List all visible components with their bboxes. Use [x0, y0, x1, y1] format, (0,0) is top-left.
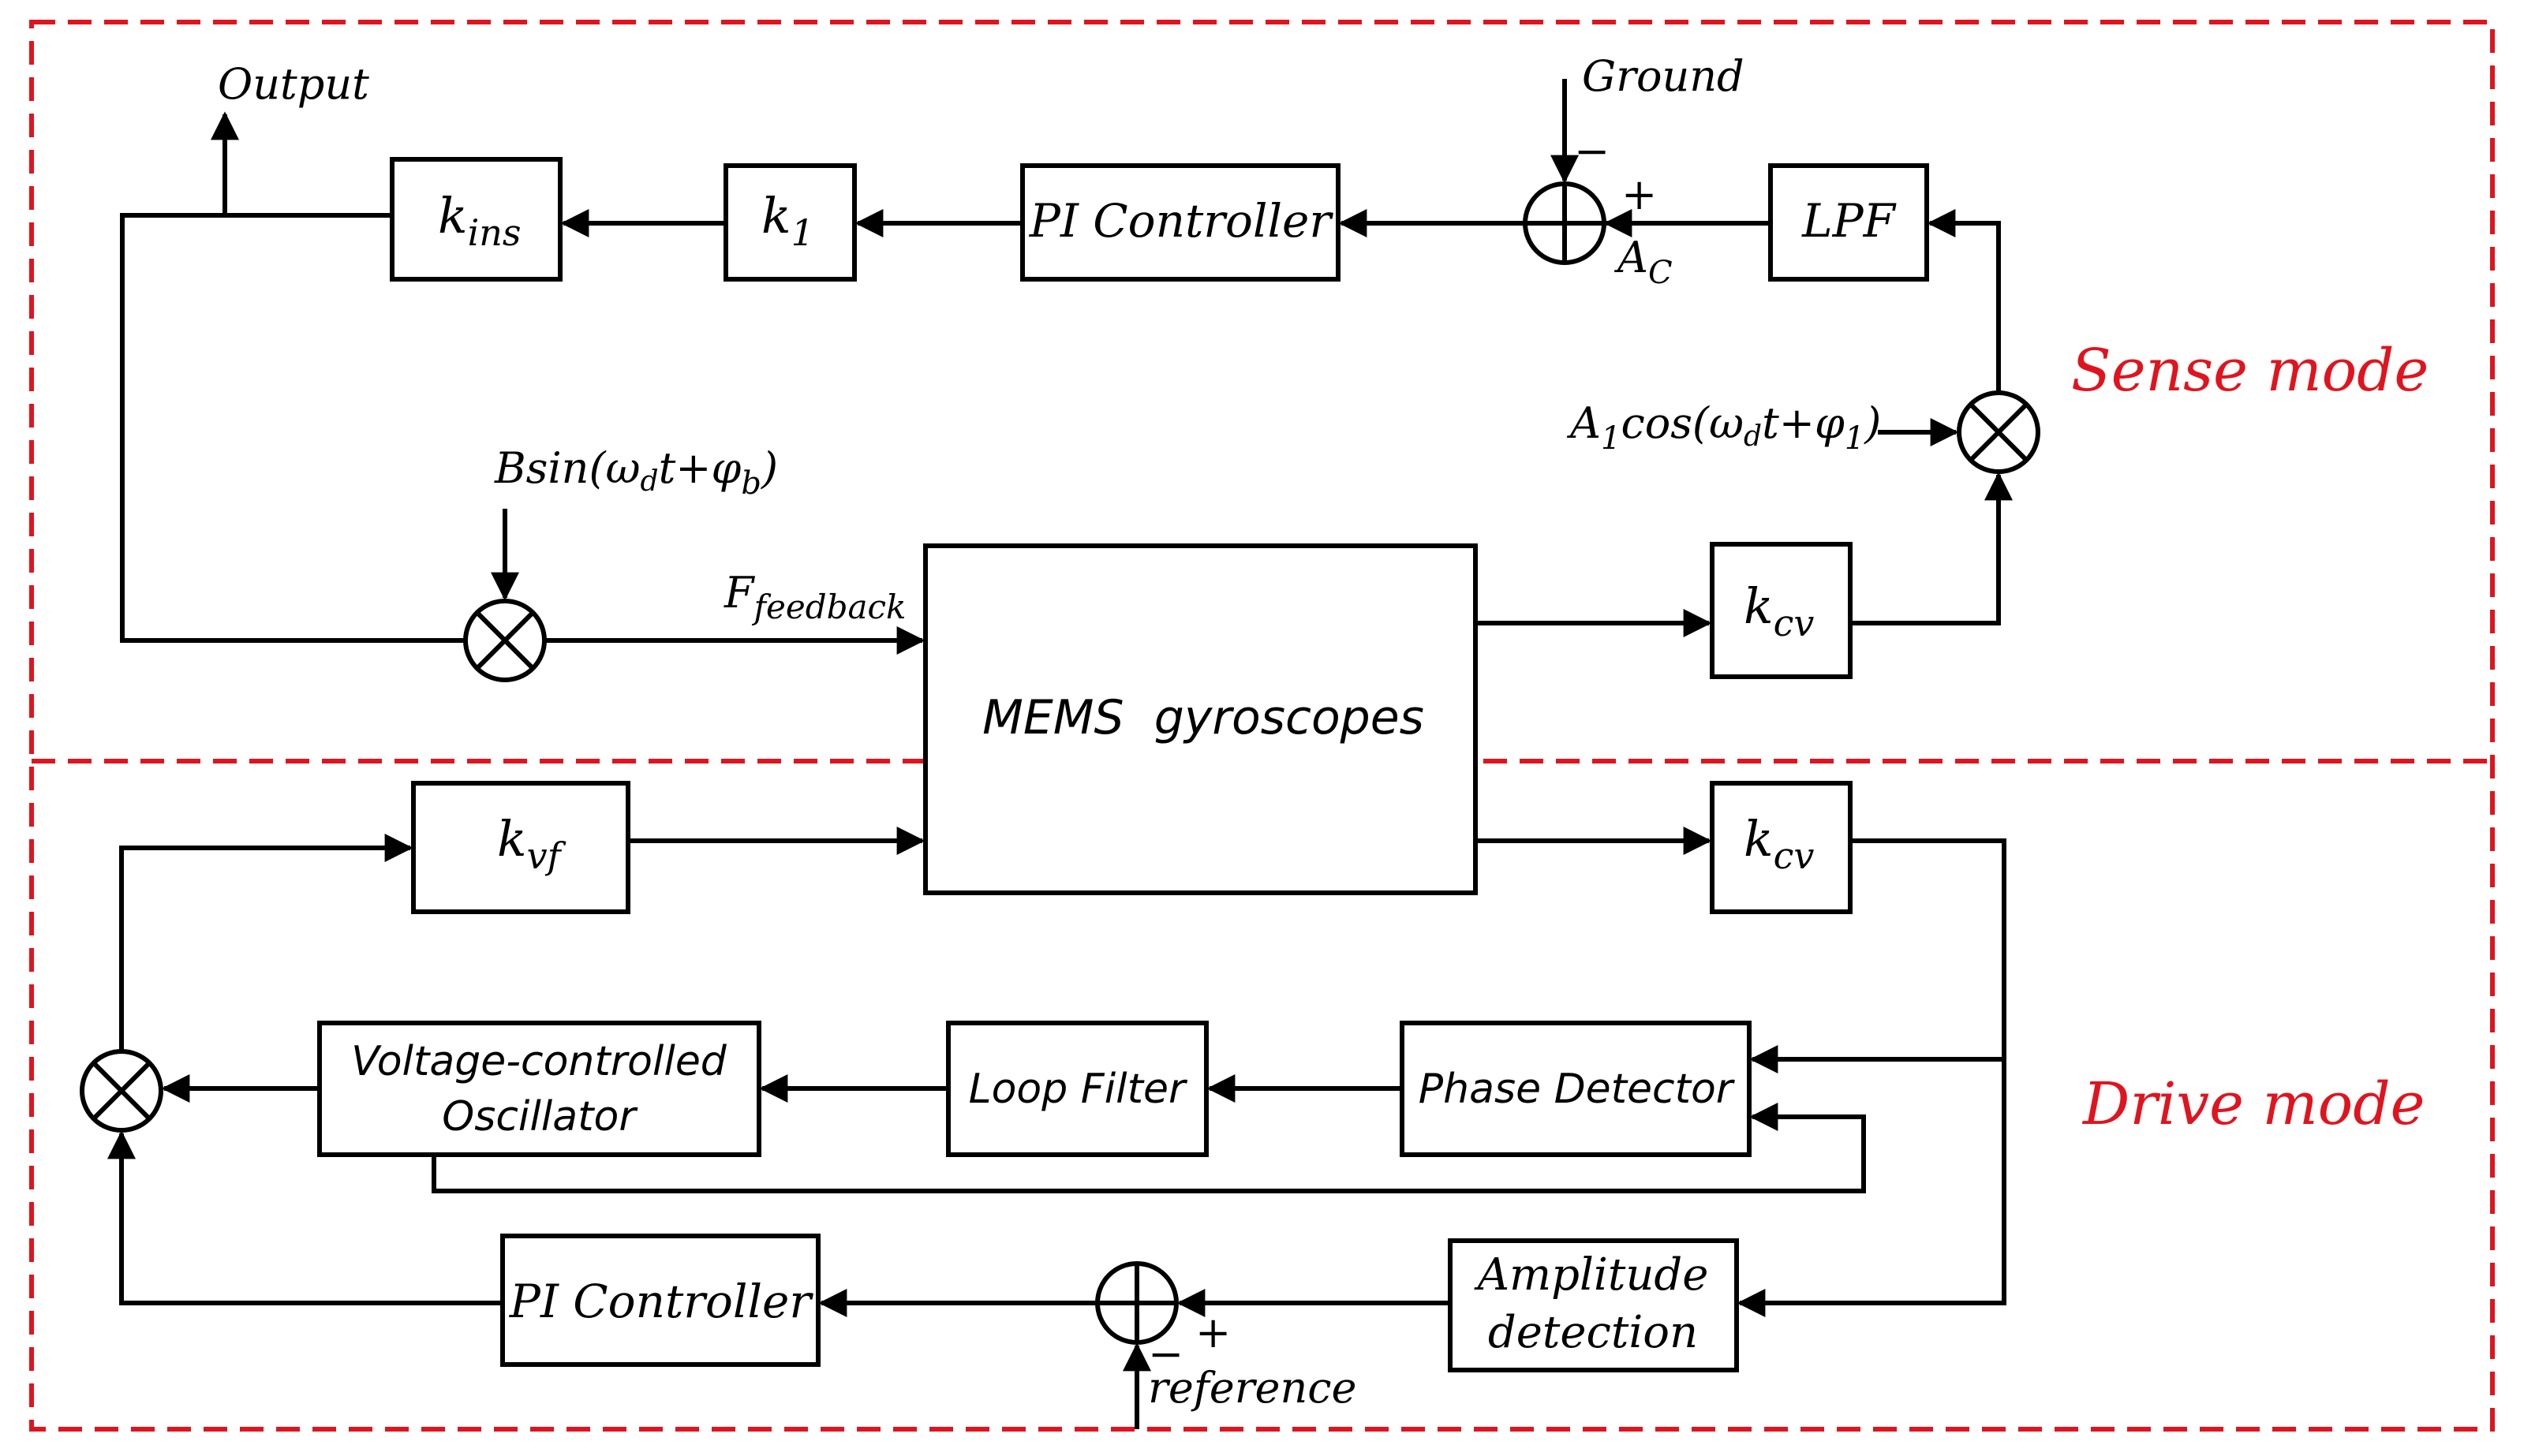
drive-pi-controller-block: [500, 1234, 821, 1367]
drive-summing-junction: [1095, 1261, 1179, 1345]
reference-label: reference: [1148, 1363, 1356, 1413]
sense-pi-controller-block: [1020, 163, 1341, 282]
output-label: Output: [218, 59, 369, 109]
drive-mode-label: Drive mode: [2081, 1070, 2425, 1138]
k-ins-label: kins: [438, 187, 522, 254]
mems-gyroscope-block: [923, 543, 1478, 895]
ground-label: Ground: [1582, 51, 1744, 101]
drive-sum-plus-sign: +: [1195, 1308, 1231, 1357]
drive-multiplier: [80, 1049, 163, 1133]
ground-minus-sign: −: [1574, 126, 1610, 176]
connections: [107, 79, 2013, 1429]
f-feedback-label: Ffeedback: [724, 568, 907, 626]
drive-k-cv-block: [1710, 781, 1853, 914]
sense-k-cv-label: kcv: [1744, 577, 1814, 644]
feedback-multiplier: [463, 599, 547, 682]
outer-dashed-border: [29, 20, 2495, 1432]
loop-filter-label: Loop Filter: [969, 1066, 1188, 1113]
k1-block: [724, 163, 857, 282]
phase-detector-block: [1400, 1021, 1752, 1157]
k-vf-block: [411, 781, 630, 914]
sense-k-cv-block: [1710, 542, 1853, 679]
drive-k-cv-label: kcv: [1744, 810, 1814, 877]
k-ins-block: [390, 157, 563, 282]
vco-block: [317, 1021, 761, 1157]
k-vf-label: kvf: [497, 810, 566, 877]
drive-sum-minus-sign: −: [1148, 1329, 1183, 1379]
amplitude-detection-label-line2: detection: [1488, 1307, 1698, 1358]
a1cos-signal-label: A1cos(ωdt+φ1): [1566, 398, 1881, 457]
bsin-signal-label: Bsin(ωdt+φb): [494, 443, 778, 502]
vco-label-line1: Voltage-controlled: [351, 1038, 727, 1085]
amplitude-detection-block: [1448, 1238, 1739, 1372]
vco-label-line2: Oscillator: [442, 1093, 638, 1141]
mems-gyroscopes-label: MEMS gyroscopes: [982, 690, 1424, 745]
lpf-label: LPF: [1801, 194, 1897, 248]
drive-pi-controller-label: PI Controller: [509, 1275, 813, 1328]
phase-detector-label: Phase Detector: [1419, 1066, 1736, 1113]
sense-demodulator-multiplier: [1957, 390, 2040, 474]
loop-filter-block: [946, 1021, 1209, 1157]
sense-pi-controller-label: PI Controller: [1029, 194, 1333, 248]
mode-borders: [29, 20, 2495, 1432]
amplitude-detection-label-line1: Amplitude: [1474, 1249, 1709, 1301]
sense-summing-junction: [1523, 181, 1606, 265]
sense-mode-label: Sense mode: [2071, 337, 2429, 405]
ac-label: AC: [1613, 233, 1673, 291]
k1-label: k1: [761, 187, 814, 254]
sense-sum-plus-sign: +: [1621, 170, 1657, 219]
